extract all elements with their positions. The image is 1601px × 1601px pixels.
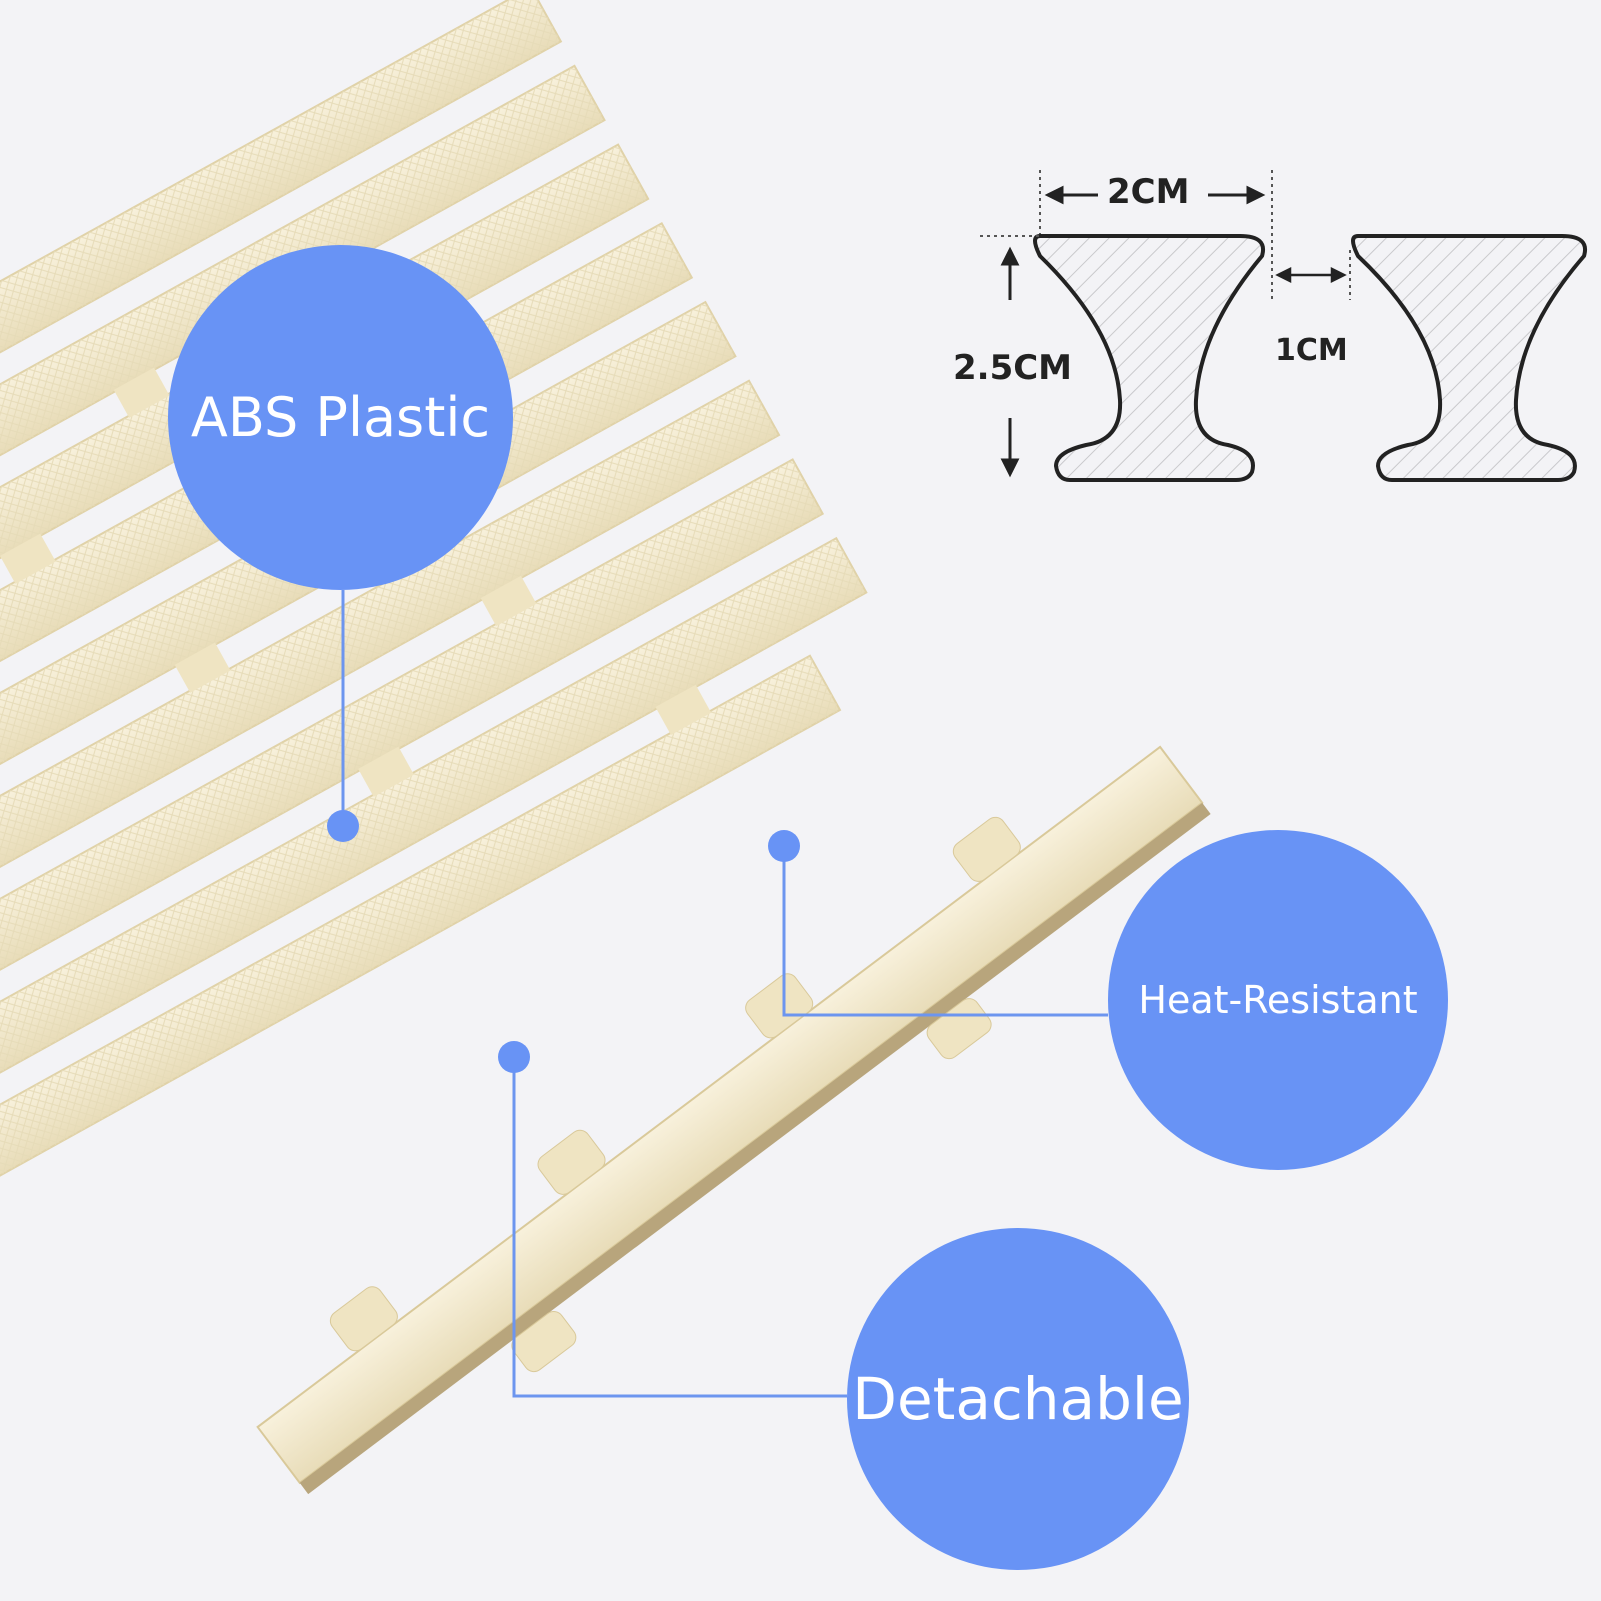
cross-section-diagram — [980, 170, 1587, 482]
drain-grate — [0, 0, 1211, 1495]
width-dimension-label: 2CM — [1107, 172, 1190, 212]
detachable-label: Detachable — [852, 1365, 1184, 1433]
abs-anchor-dot — [327, 810, 359, 842]
detachable-callout: Detachable — [847, 1228, 1189, 1570]
slat-profile-left — [1033, 234, 1265, 482]
width-arrows — [1044, 185, 1266, 205]
abs-plastic-label: ABS Plastic — [190, 386, 491, 449]
heat-resistant-label: Heat-Resistant — [1138, 978, 1418, 1022]
gap-dimension-label: 1CM — [1275, 333, 1348, 368]
gap-arrows — [1275, 266, 1347, 284]
abs-plastic-callout: ABS Plastic — [168, 245, 513, 590]
detachable-anchor-dot — [498, 1041, 530, 1073]
slat-profile-right — [1351, 234, 1587, 482]
heat-resistant-callout: Heat-Resistant — [1108, 830, 1448, 1170]
heat-anchor-dot — [768, 830, 800, 862]
leader-lines — [341, 590, 1108, 1398]
height-arrows — [1000, 246, 1020, 478]
height-dimension-label: 2.5CM — [953, 348, 1073, 388]
